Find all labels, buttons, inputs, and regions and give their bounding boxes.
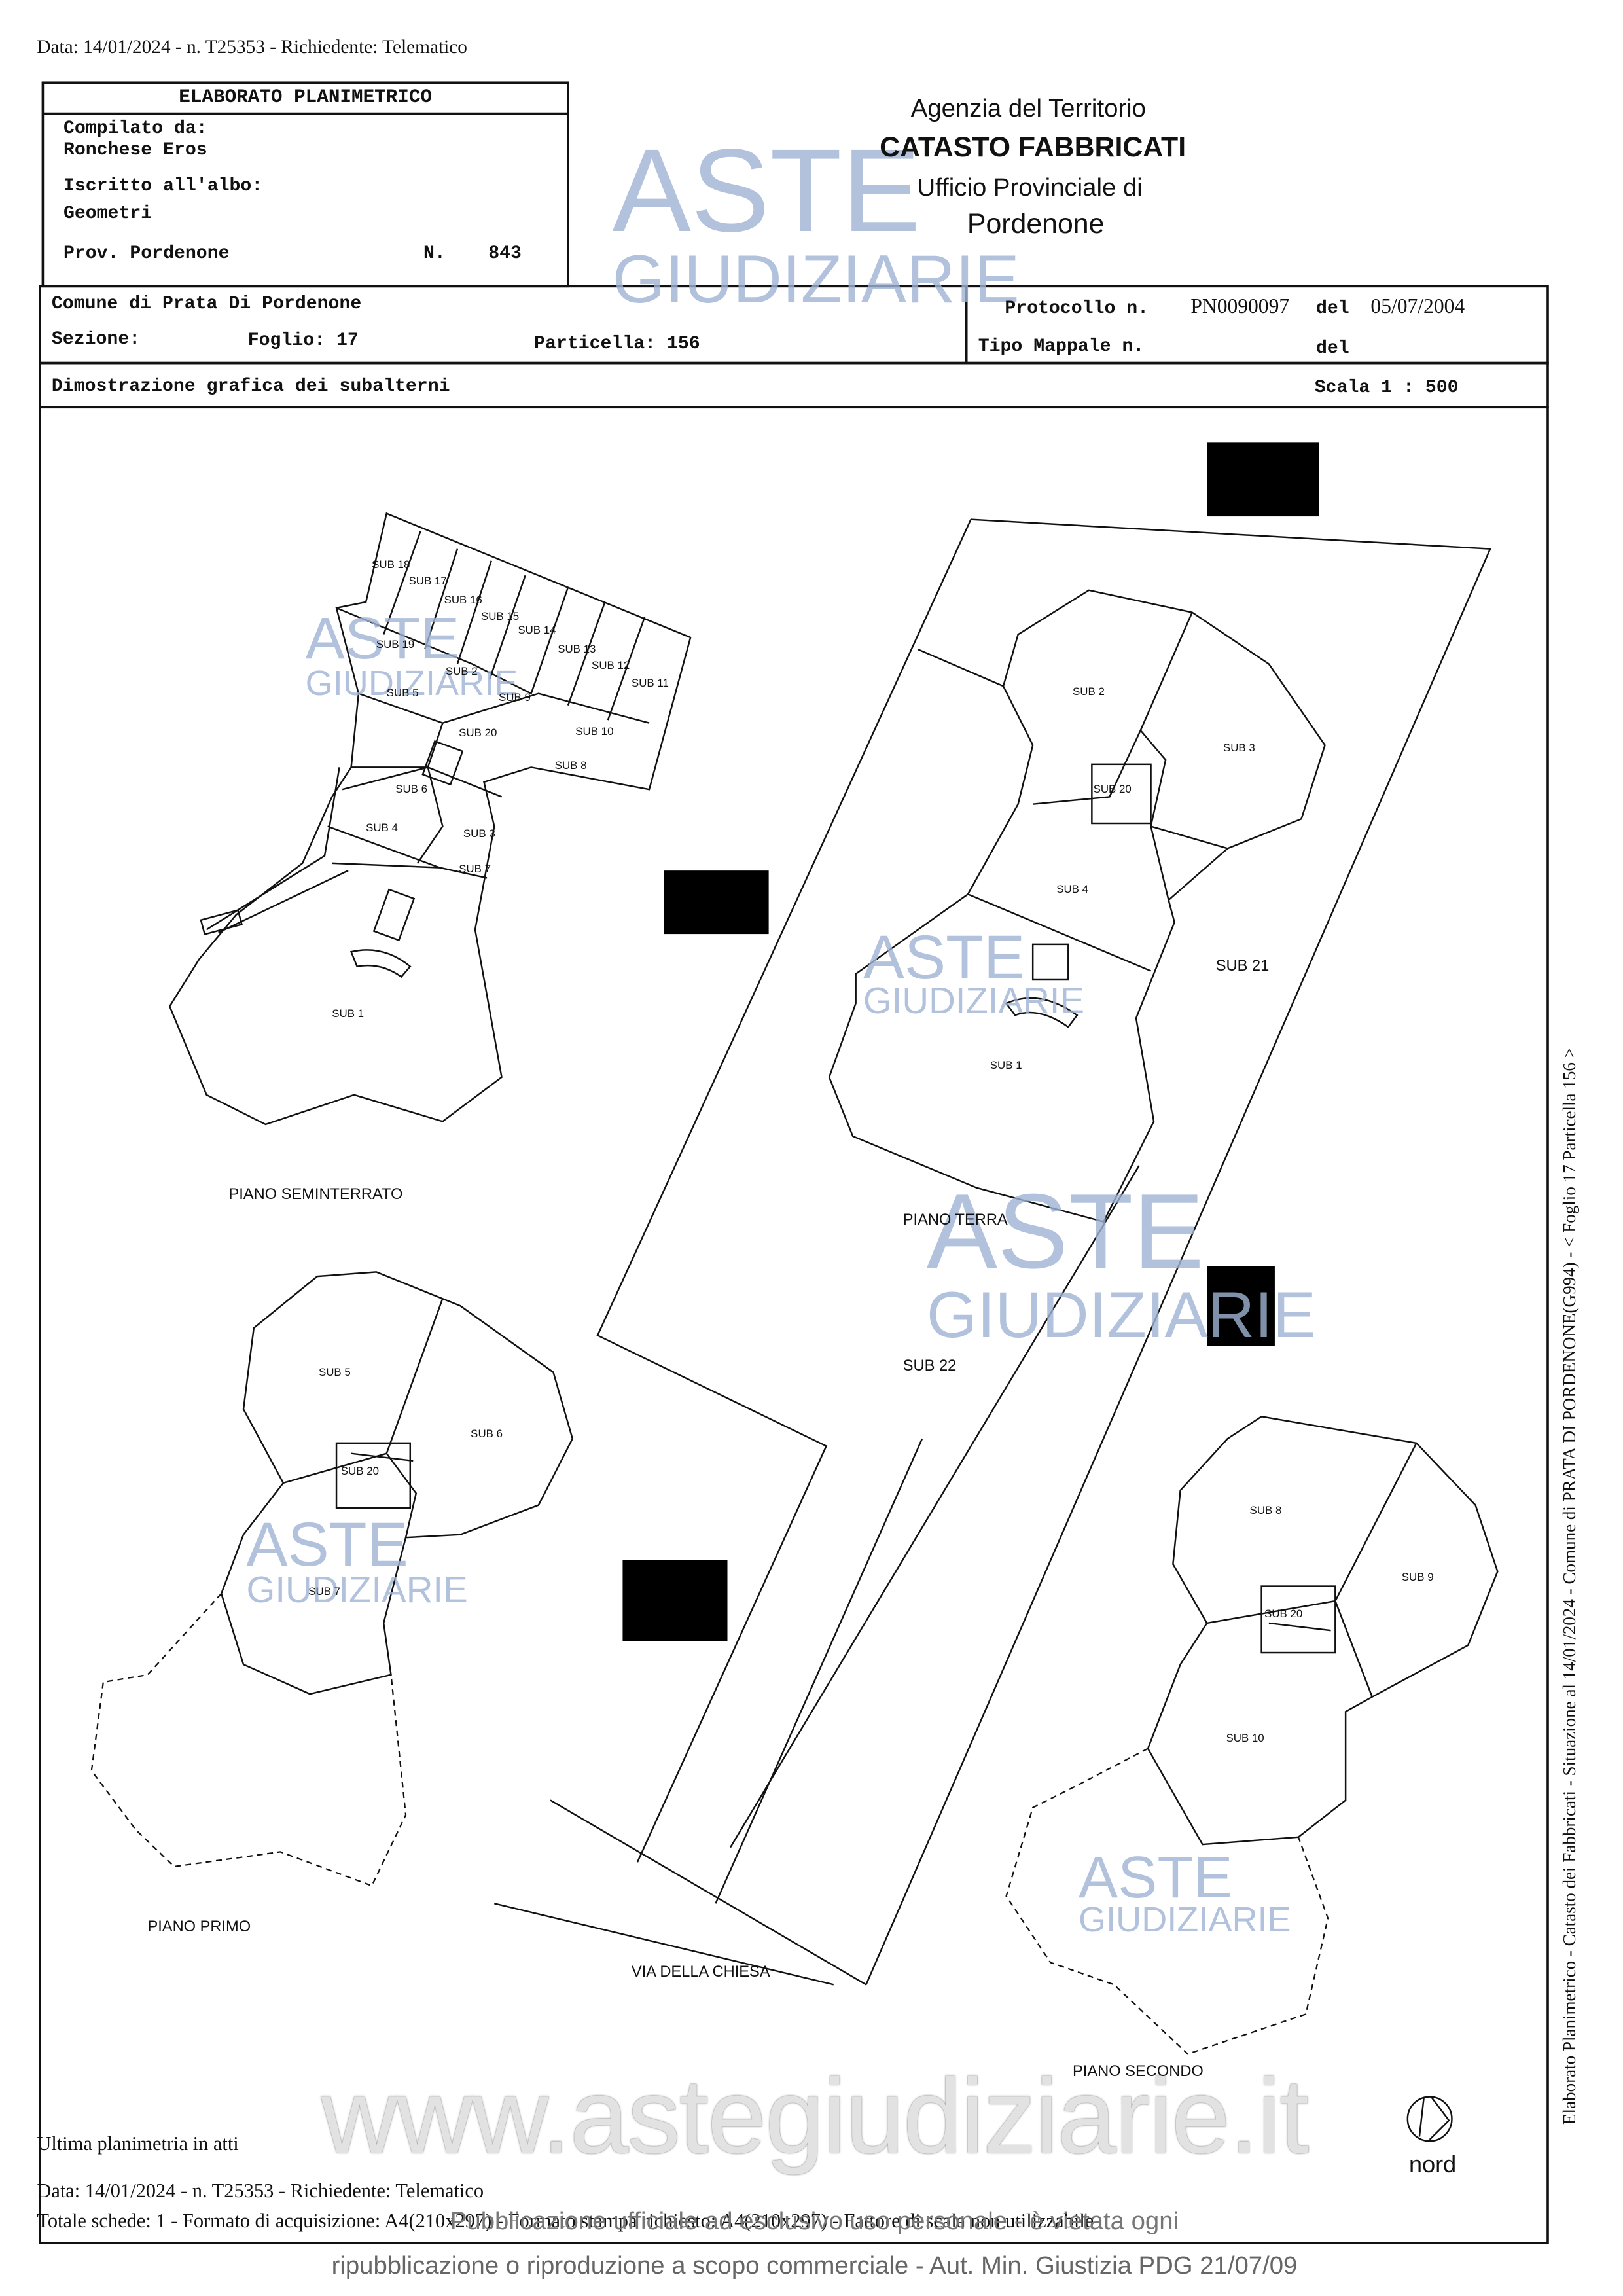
plan-title: PIANO TERRA — [902, 1211, 1008, 1229]
sub-label: SUB 9 — [1401, 1570, 1434, 1583]
document-title: ELABORATO PLANIMETRICO — [179, 86, 433, 109]
sub-label: SUB 3 — [463, 827, 495, 840]
compass-icon — [1406, 2096, 1453, 2142]
section-description: Dimostrazione grafica dei subalterni — [51, 376, 450, 397]
sub-label: SUB 5 — [386, 687, 419, 700]
catasto-title: CATASTO FABBRICATI — [880, 131, 1186, 163]
sub-label: SUB 1 — [332, 1007, 365, 1020]
plan-title: PIANO SECONDO — [1073, 2062, 1204, 2080]
watermark-giudiziarie: GIUDIZIARIE — [305, 663, 518, 703]
sub-label: SUB 20 — [459, 726, 497, 740]
sub-label: SUB 3 — [1222, 741, 1255, 754]
sub-label: SUB 20 — [1093, 783, 1132, 796]
office-city: Pordenone — [967, 207, 1105, 240]
sub-label: SUB 2 — [1073, 685, 1105, 698]
particella: Particella: 156 — [534, 333, 700, 354]
compilato-label: Compilato da: — [63, 118, 207, 139]
sub-label: SUB 5 — [318, 1365, 351, 1378]
north-label: nord — [1409, 2151, 1457, 2178]
sub-label: SUB 18 — [372, 558, 410, 571]
watermark-giudiziarie: GIUDIZIARIE — [1079, 1899, 1291, 1939]
protocollo-value: PN0090097 — [1190, 295, 1290, 318]
sub-label: SUB 6 — [471, 1427, 503, 1441]
sub-label: SUB 17 — [408, 575, 447, 588]
sub-label: SUB 14 — [518, 623, 556, 636]
plan-primo-outline — [90, 1271, 574, 1887]
watermark-giudiziarie: GIUDIZIARIE — [863, 980, 1085, 1022]
sub-label: SUB 1 — [990, 1058, 1022, 1071]
plan-seminterrato-outline — [168, 512, 692, 1126]
sub-label: SUB 20 — [340, 1464, 379, 1477]
redaction-box — [664, 870, 769, 935]
watermark-notice: Pubblicazione ufficiale ad esclusivo uso… — [450, 2207, 1179, 2236]
sub-label: SUB 19 — [376, 638, 415, 651]
sub-label: SUB 2 — [445, 664, 478, 677]
protocollo-del: del — [1316, 298, 1349, 319]
foglio: Foglio: 17 — [247, 331, 359, 351]
iscritto-label: Iscritto all'albo: — [63, 175, 263, 196]
info-table-frame — [39, 285, 1549, 2244]
watermark-aste: ASTE — [1079, 1844, 1233, 1911]
comune: Comune di Prata Di Pordenone — [51, 293, 362, 314]
sub-label: SUB 7 — [459, 862, 491, 875]
sub-label: SUB 10 — [1226, 1731, 1264, 1744]
sub-label: SUB 20 — [1264, 1607, 1303, 1621]
header-request-line: Data: 14/01/2024 - n. T25353 - Richieden… — [37, 36, 467, 58]
iscritto-value: Geometri — [63, 204, 152, 224]
plan-secondo-outline — [1005, 1416, 1499, 2055]
register-number-label: N. — [423, 243, 446, 264]
watermark-aste: ASTE — [246, 1510, 408, 1580]
redaction-box — [1207, 1266, 1275, 1346]
sezione: Sezione: — [51, 329, 141, 350]
sub-label: SUB 10 — [575, 725, 614, 738]
watermark-url: www.astegiudiziarie.it — [321, 2057, 1310, 2176]
watermark-aste: ASTE — [612, 125, 921, 257]
sub-label: SUB 8 — [1249, 1504, 1282, 1517]
footer-totale: Totale schede: 1 - Formato di acquisizio… — [37, 2209, 1094, 2232]
footer-ultima: Ultima planimetria in atti — [37, 2132, 239, 2155]
plan-title: PIANO SEMINTERRATO — [228, 1186, 403, 1204]
province: Prov. Pordenone — [63, 243, 230, 264]
street-name: VIA DELLA CHIESA — [631, 1964, 770, 1981]
redaction-box — [1207, 442, 1319, 517]
plan-terra-outline — [493, 518, 1491, 1986]
sub-label: SUB 4 — [1056, 883, 1089, 896]
sub-label: SUB 11 — [631, 676, 669, 689]
sub-label: SUB 13 — [558, 642, 596, 655]
sub-label: SUB 21 — [1215, 957, 1270, 975]
plan-title: PIANO PRIMO — [147, 1918, 251, 1935]
sub-label: SUB 8 — [554, 759, 587, 772]
scale: Scala 1 : 500 — [1314, 378, 1459, 399]
footer-data: Data: 14/01/2024 - n. T25353 - Richieden… — [37, 2179, 484, 2202]
protocollo-label: Protocollo n. — [1005, 298, 1149, 319]
watermark-giudiziarie: GIUDIZIARIE — [926, 1278, 1316, 1352]
sub-label: SUB 15 — [480, 610, 520, 623]
sub-label: SUB 7 — [308, 1585, 341, 1598]
agency-name: Agenzia del Territorio — [910, 94, 1146, 122]
protocollo-date: 05/07/2004 — [1370, 295, 1465, 318]
watermark-giudiziarie: GIUDIZIARIE — [612, 241, 1020, 317]
office-name: Ufficio Provinciale di — [917, 173, 1143, 202]
sub-label: SUB 16 — [444, 594, 482, 607]
sub-label: SUB 6 — [395, 783, 428, 796]
compilato-name: Ronchese Eros — [63, 140, 207, 161]
tipo-mappale-del: del — [1316, 338, 1349, 359]
watermark-giudiziarie: GIUDIZIARIE — [246, 1569, 468, 1611]
watermark-aste: ASTE — [863, 922, 1026, 992]
tipo-mappale: Tipo Mappale n. — [978, 336, 1145, 357]
register-number: 843 — [488, 243, 522, 264]
watermark-notice: ripubblicazione o riproduzione a scopo c… — [331, 2251, 1298, 2280]
sub-label: SUB 4 — [366, 821, 398, 834]
side-caption: Elaborato Planimetrico - Catasto dei Fab… — [1560, 1048, 1580, 2125]
watermark-aste: ASTE — [305, 605, 460, 672]
sub-label: SUB 22 — [902, 1357, 957, 1374]
redaction-box — [622, 1560, 728, 1641]
watermark-aste: ASTE — [926, 1172, 1204, 1291]
sub-label: SUB 12 — [592, 658, 630, 672]
sub-label: SUB 9 — [499, 691, 531, 704]
